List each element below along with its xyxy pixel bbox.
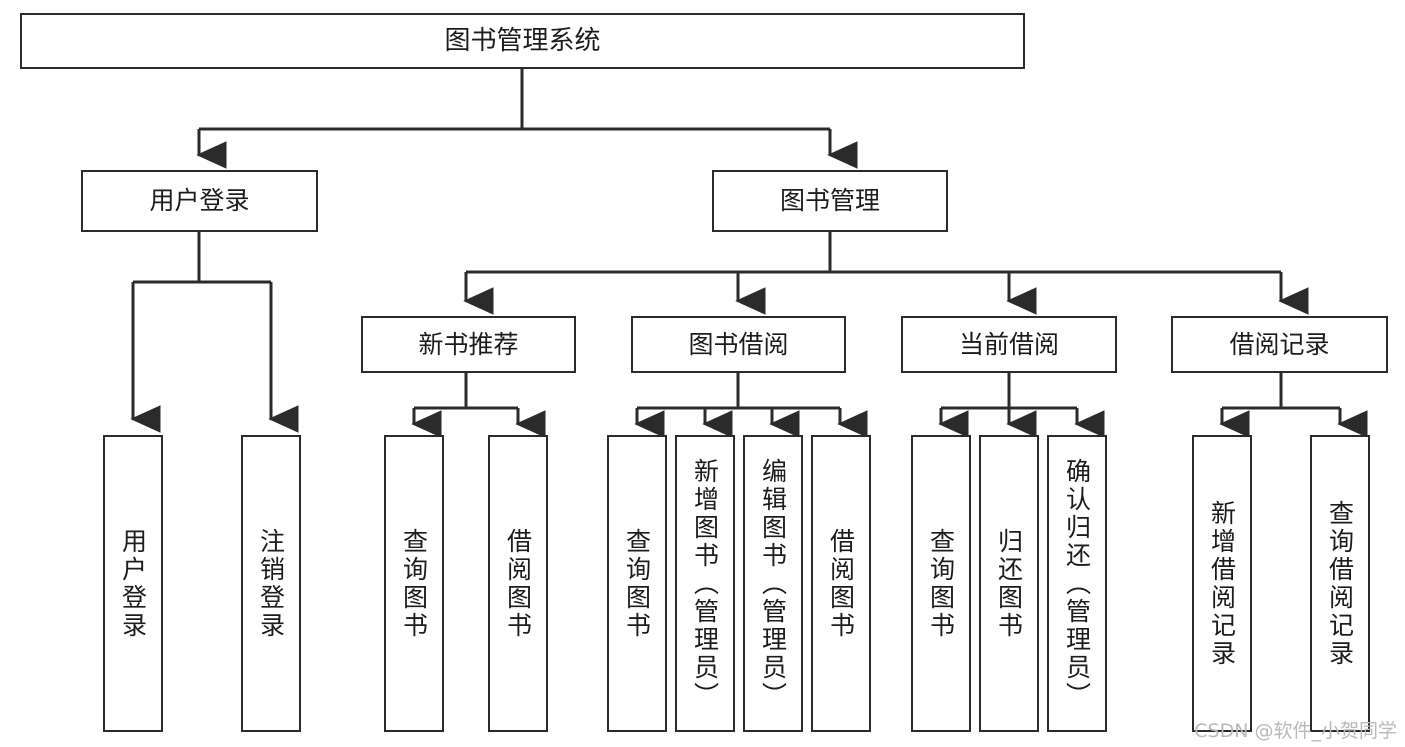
leaf-cb-confirm-return[interactable]: 确认归还（管理员） xyxy=(1047,435,1107,732)
leaf-bb-edit-book[interactable]: 编辑图书（管理员） xyxy=(743,435,803,732)
leaf-br-add-record[interactable]: 新增借阅记录 xyxy=(1192,435,1252,732)
leaf-user-login[interactable]: 用户登录 xyxy=(103,435,163,732)
leaf-bb-query-book[interactable]: 查询图书 xyxy=(607,435,667,732)
node-root[interactable]: 图书管理系统 xyxy=(20,13,1025,69)
node-book-manage-label: 图书管理 xyxy=(779,186,880,216)
leaf-bb-add-book[interactable]: 新增图书（管理员） xyxy=(675,435,735,732)
node-current-borrow-label: 当前借阅 xyxy=(958,329,1059,359)
leaf-nb-query-book-label: 查询图书 xyxy=(399,527,429,640)
node-user-login-label: 用户登录 xyxy=(149,186,250,216)
leaf-br-query-record[interactable]: 查询借阅记录 xyxy=(1310,435,1370,732)
leaf-cb-query-book-label: 查询图书 xyxy=(926,527,956,640)
leaf-bb-query-book-label: 查询图书 xyxy=(622,527,652,640)
leaf-bb-borrow-book-label: 借阅图书 xyxy=(826,527,856,640)
leaf-bb-add-book-label: 新增图书（管理员） xyxy=(690,457,720,710)
leaf-nb-borrow-book-label: 借阅图书 xyxy=(503,527,533,640)
leaf-cb-query-book[interactable]: 查询图书 xyxy=(911,435,971,732)
watermark: CSDN @软件_小贺同学 xyxy=(1194,720,1397,742)
leaf-nb-query-book[interactable]: 查询图书 xyxy=(384,435,444,732)
leaf-cb-confirm-return-label: 确认归还（管理员） xyxy=(1062,457,1092,710)
leaf-logout[interactable]: 注销登录 xyxy=(241,435,301,732)
node-user-login[interactable]: 用户登录 xyxy=(81,170,318,232)
leaf-bb-borrow-book[interactable]: 借阅图书 xyxy=(811,435,871,732)
node-new-book-recommend[interactable]: 新书推荐 xyxy=(361,316,576,373)
leaf-user-login-label: 用户登录 xyxy=(118,527,148,640)
node-book-borrow-label: 图书借阅 xyxy=(688,329,789,359)
node-book-borrow[interactable]: 图书借阅 xyxy=(631,316,846,373)
leaf-cb-return-book[interactable]: 归还图书 xyxy=(979,435,1039,732)
leaf-br-query-record-label: 查询借阅记录 xyxy=(1325,499,1355,668)
node-new-book-recommend-label: 新书推荐 xyxy=(418,329,519,359)
leaf-logout-label: 注销登录 xyxy=(256,527,286,640)
leaf-bb-edit-book-label: 编辑图书（管理员） xyxy=(758,457,788,710)
node-book-manage[interactable]: 图书管理 xyxy=(712,170,948,232)
node-borrow-record-label: 借阅记录 xyxy=(1229,329,1330,359)
node-root-label: 图书管理系统 xyxy=(444,25,601,56)
node-borrow-record[interactable]: 借阅记录 xyxy=(1171,316,1388,373)
leaf-br-add-record-label: 新增借阅记录 xyxy=(1207,499,1237,668)
node-current-borrow[interactable]: 当前借阅 xyxy=(901,316,1117,373)
leaf-cb-return-book-label: 归还图书 xyxy=(994,527,1024,640)
leaf-nb-borrow-book[interactable]: 借阅图书 xyxy=(488,435,548,732)
